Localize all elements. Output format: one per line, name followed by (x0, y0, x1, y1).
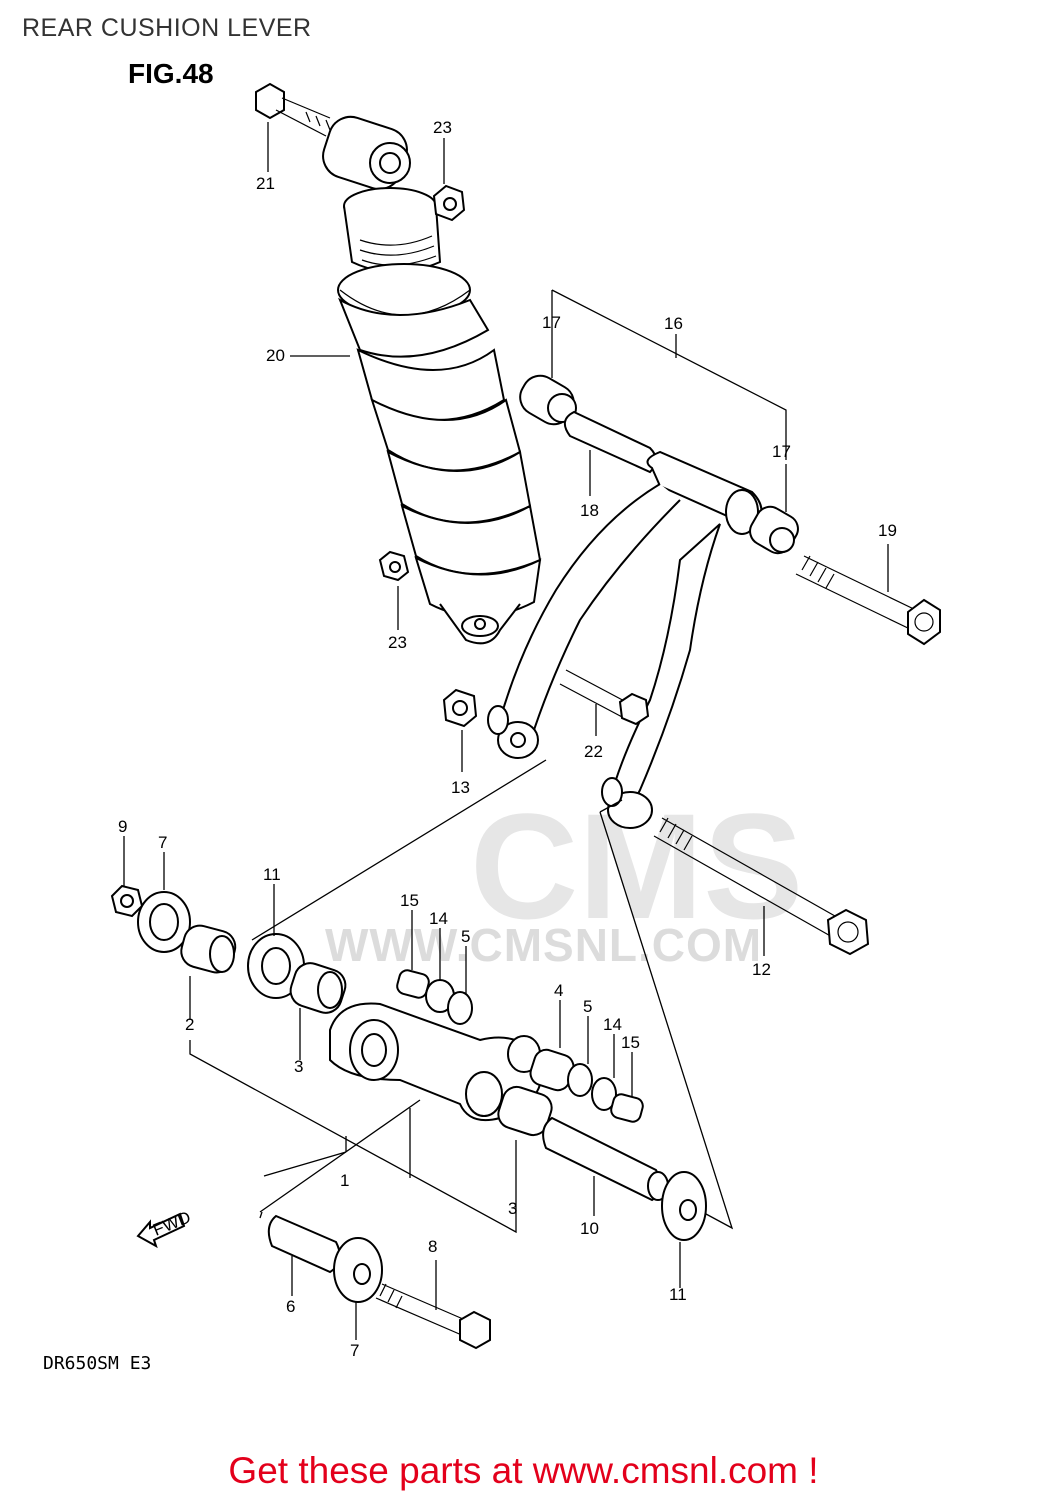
spacer-10 (542, 1116, 669, 1202)
callout-12: 12 (752, 960, 771, 979)
washer-11-bottom (661, 1171, 707, 1241)
washer-7-top (137, 891, 191, 953)
callout-13: 13 (451, 778, 470, 797)
dust-seal-11-top (247, 933, 305, 999)
callout-15-top: 15 (400, 891, 419, 910)
callout-15-right: 15 (621, 1033, 640, 1052)
bolt-21 (255, 82, 331, 137)
callout-14-right: 14 (603, 1015, 622, 1034)
callout-17-top: 17 (542, 313, 561, 332)
bearing-3-bottom (497, 1085, 553, 1137)
leader-lines (123, 122, 889, 1340)
nut-23-mid (378, 550, 410, 582)
callout-9: 9 (118, 817, 127, 836)
callout-6: 6 (286, 1297, 295, 1316)
callout-19: 19 (878, 521, 897, 540)
callout-7-bottom: 7 (350, 1341, 359, 1360)
callout-1: 1 (340, 1171, 349, 1190)
callout-5-top: 5 (461, 927, 470, 946)
footer-banner-link[interactable]: Get these parts at www.cmsnl.com ! (228, 1450, 819, 1491)
seal-14-right (591, 1077, 617, 1111)
ring-5-right (567, 1063, 593, 1097)
bolt-12 (653, 817, 870, 956)
callout-4: 4 (554, 981, 563, 1000)
cushion-rod-16 (487, 374, 799, 829)
bolt-22 (559, 669, 650, 726)
model-code: DR650SM E3 (43, 1353, 152, 1374)
callout-22: 22 (584, 742, 603, 761)
callout-23-mid: 23 (388, 633, 407, 652)
callout-14-top: 14 (429, 909, 448, 928)
shock-absorber-20 (322, 115, 542, 645)
callout-23-top: 23 (433, 118, 452, 137)
callout-10: 10 (580, 1219, 599, 1238)
washer-7-bottom (333, 1237, 383, 1303)
callout-20: 20 (266, 346, 285, 365)
cushion-lever-1 (329, 1002, 543, 1122)
callout-5-right: 5 (583, 997, 592, 1016)
bearing-3-left (289, 962, 347, 1014)
bushing-2 (180, 924, 237, 974)
nut-23-top (432, 184, 466, 222)
page-title: REAR CUSHION LEVER (22, 14, 312, 42)
spacer-6 (267, 1214, 341, 1274)
watermark-url: WWW.CMSNL.COM (325, 919, 763, 971)
nut-13 (442, 688, 478, 728)
callout-21: 21 (256, 174, 275, 193)
figure-label: FIG.48 (128, 58, 214, 89)
callout-7-top: 7 (158, 833, 167, 852)
callout-2: 2 (185, 1015, 194, 1034)
bolt-8 (375, 1283, 491, 1350)
ring-5-top (447, 991, 473, 1025)
callout-8: 8 (428, 1237, 437, 1256)
exploded-parts-diagram: FWD (110, 82, 941, 1360)
bolt-19 (795, 555, 941, 646)
callout-16: 16 (664, 314, 683, 333)
spacer-15-right (610, 1093, 644, 1123)
fwd-arrow (136, 1212, 186, 1249)
callout-17-right: 17 (772, 442, 791, 461)
callout-3-bottom: 3 (508, 1199, 517, 1218)
nut-9 (110, 884, 144, 918)
callout-3-left: 3 (294, 1057, 303, 1076)
callout-18: 18 (580, 501, 599, 520)
callout-11-bottom: 11 (669, 1285, 687, 1304)
callout-numbers: 21 23 20 17 16 17 18 19 23 22 13 9 7 11 … (118, 118, 897, 1360)
fwd-arrow-label: FWD (150, 1208, 193, 1240)
callout-11-top: 11 (263, 865, 281, 884)
